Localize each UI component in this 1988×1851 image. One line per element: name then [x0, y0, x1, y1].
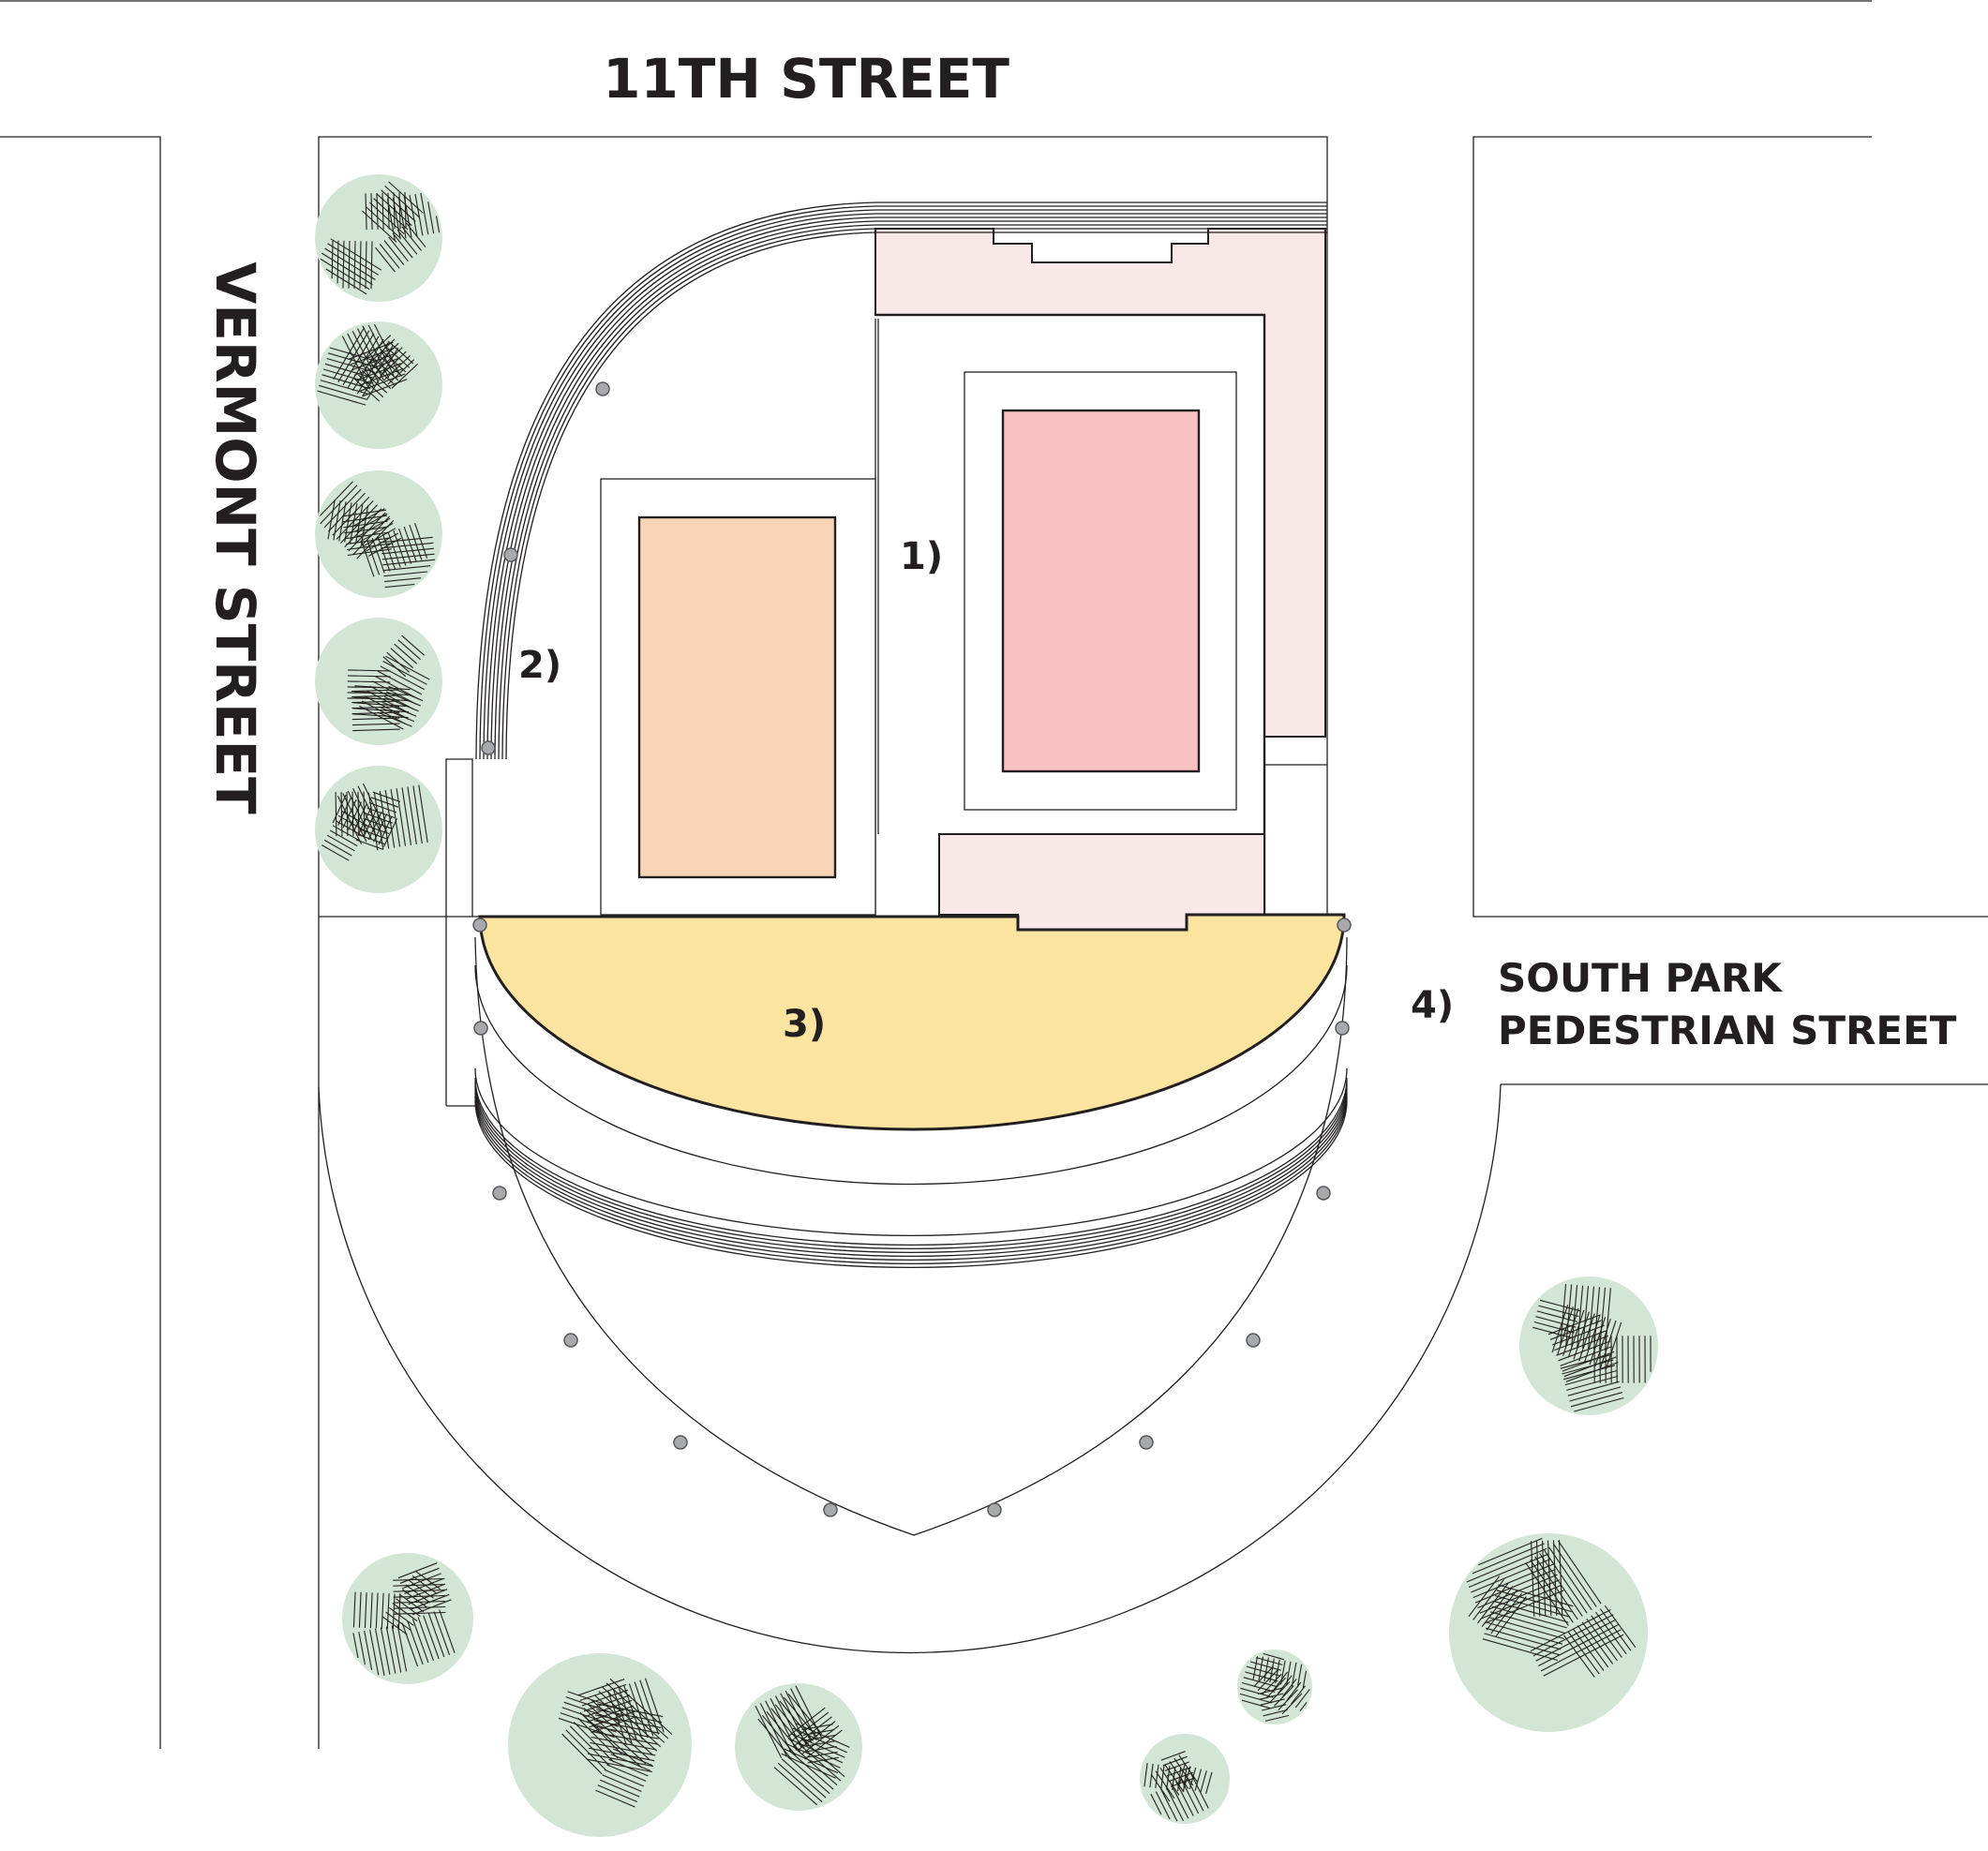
bollard-icon: [823, 1502, 838, 1517]
bollard-icon: [673, 1435, 688, 1450]
tree-canopy-icon: [315, 174, 442, 302]
tree-canopy-icon: [1449, 1533, 1648, 1732]
tree-canopy-icon: [315, 470, 442, 598]
tree-canopy-icon: [315, 618, 442, 745]
bollard-icon: [472, 918, 487, 933]
tree-canopy-icon: [1237, 1649, 1312, 1724]
tree-canopy-icon: [1519, 1276, 1658, 1415]
east-street-label-line2: PEDESTRIAN STREET: [1498, 1008, 1957, 1053]
street-outlines: [0, 0, 1988, 1749]
bollard-icon: [563, 1333, 578, 1348]
bollard-icon: [987, 1502, 1002, 1517]
tree-canopy-icon: [342, 1553, 473, 1684]
building-2: [600, 478, 876, 916]
bollard-icon: [1337, 918, 1352, 933]
building-2-tower: [637, 515, 837, 879]
west-street-label: VERMONT STREET: [203, 261, 267, 814]
tree-canopy-icon: [1140, 1734, 1230, 1824]
plaza-3: [472, 913, 1352, 1131]
zone-label-2: 2): [518, 644, 561, 687]
north-street-label: 11TH STREET: [603, 47, 1009, 111]
trees: [315, 174, 1658, 1837]
bollard-icon: [1139, 1435, 1154, 1450]
tree-canopy-icon: [315, 766, 442, 893]
nw-curved-walkway: [445, 202, 1327, 1107]
bollard-icon: [473, 1021, 488, 1036]
tree-canopy-icon: [735, 1683, 862, 1811]
tree-canopy-icon: [508, 1653, 692, 1837]
bollard-icon: [503, 547, 518, 562]
bollards: [473, 381, 1350, 1517]
bollard-icon: [492, 1186, 507, 1201]
bollard-icon: [481, 740, 496, 755]
east-street-label-line1: SOUTH PARK: [1498, 955, 1783, 1001]
amphitheater: [474, 936, 1348, 1536]
bollard-icon: [595, 381, 610, 396]
bollard-icon: [1335, 1021, 1350, 1036]
bollard-icon: [1246, 1333, 1261, 1348]
tree-canopy-icon: [315, 321, 442, 449]
building-1-complex: [874, 228, 1327, 931]
zone-label-1: 1): [900, 535, 943, 578]
zone-label-3: 3): [783, 1003, 826, 1046]
bollard-icon: [1316, 1186, 1331, 1201]
building-1-tower: [1001, 409, 1201, 773]
zone-label-4: 4): [1411, 984, 1454, 1027]
